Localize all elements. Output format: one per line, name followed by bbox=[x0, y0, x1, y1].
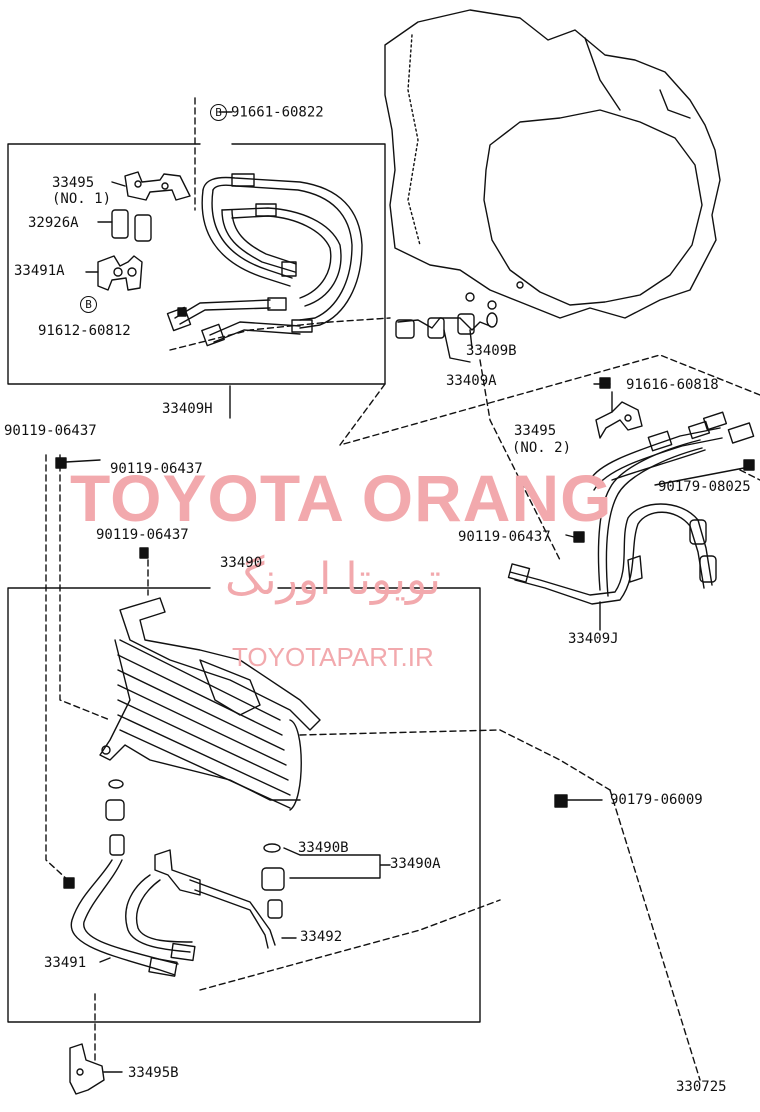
cooler-box bbox=[7, 587, 481, 1023]
grommet-icon bbox=[111, 209, 152, 242]
transmission-case bbox=[384, 9, 721, 319]
label-90119-right: 90119-06437 bbox=[458, 529, 551, 545]
label-90179-06009: 90179-06009 bbox=[610, 792, 703, 808]
circle-b-icon: B bbox=[80, 296, 97, 313]
tube-assy-33409j-icon bbox=[507, 411, 755, 605]
label-33409h: 33409H bbox=[162, 401, 213, 417]
label-91616-60818: 91616-60818 bbox=[626, 377, 719, 393]
label-33490b: 33490B bbox=[298, 840, 349, 856]
label-no2: (NO. 2) bbox=[512, 440, 572, 456]
clamp-33491a-icon bbox=[97, 255, 143, 291]
label-33409a: 33409A bbox=[446, 373, 497, 389]
label-33495b: 33495B bbox=[128, 1065, 179, 1081]
label-90119-center: 90119-06437 bbox=[96, 527, 189, 543]
label-90119-left-mid: 90119-06437 bbox=[110, 461, 203, 477]
label-33491a: 33491A bbox=[14, 263, 65, 279]
label-90119-left-top: 90119-06437 bbox=[4, 423, 97, 439]
oil-cooler-icon bbox=[99, 597, 321, 811]
watermark-url: TOYOTAPART.IR bbox=[232, 642, 434, 672]
label-91612-60812: 91612-60812 bbox=[38, 323, 131, 339]
clamp-no1-icon bbox=[124, 171, 191, 201]
label-33491: 33491 bbox=[44, 955, 87, 971]
label-33409b: 33409B bbox=[466, 343, 517, 359]
tube-assy-box-top bbox=[7, 143, 386, 385]
watermark-persian: تویوتا اورنگ bbox=[225, 554, 441, 605]
label-33409j: 33409J bbox=[568, 631, 619, 647]
label-b-marker: B bbox=[80, 296, 101, 313]
bracket-33495b-icon bbox=[69, 1043, 105, 1095]
label-32926a: 32926A bbox=[28, 215, 79, 231]
label-90179-08025: 90179-08025 bbox=[658, 479, 751, 495]
label-33490a: 33490A bbox=[390, 856, 441, 872]
tube-assy-33409h-icon bbox=[166, 173, 363, 347]
circle-b-icon: B bbox=[210, 104, 227, 121]
label-33495-no2: 33495 bbox=[514, 423, 557, 439]
label-no1: (NO. 1) bbox=[52, 191, 112, 207]
label-33490: 33490 bbox=[220, 555, 263, 571]
diagram-number: 330725 bbox=[676, 1079, 727, 1095]
hose-33491-icon bbox=[70, 849, 276, 977]
clamp-no2-icon bbox=[595, 401, 643, 439]
cooler-fittings-icon bbox=[105, 779, 285, 919]
label-33495: 33495 bbox=[52, 175, 95, 191]
leader-lines bbox=[65, 111, 745, 1073]
union-33409-icon bbox=[395, 312, 498, 339]
bolt-icon bbox=[55, 307, 755, 889]
label-33492: 33492 bbox=[300, 929, 343, 945]
watermark-brand: TOYOTA ORANG bbox=[70, 461, 613, 535]
